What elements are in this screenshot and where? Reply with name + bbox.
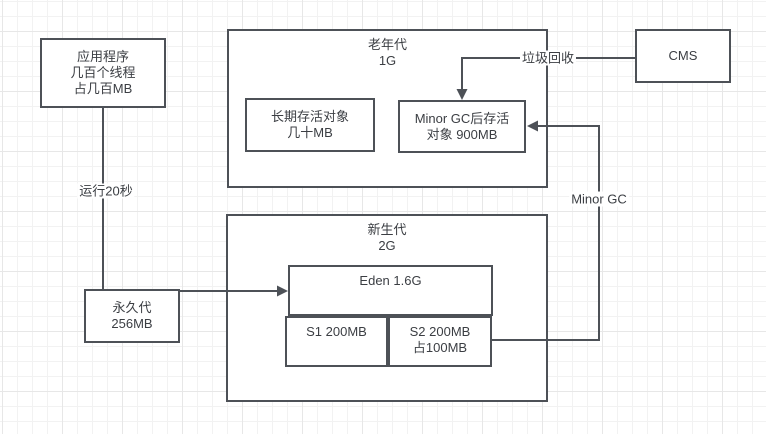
new-gen-title-line2: 2G [378,238,396,253]
minor-gc-survivors-label-line1: Minor GC后存活 [414,110,510,126]
edge-label-run-time[interactable]: 运行20秒 [77,183,135,199]
s2-label-line2: 占100MB [412,340,468,355]
cms-label: CMS [668,48,698,63]
long-lived-label-line1: 长期存活对象 [270,109,349,124]
node-perm-gen[interactable]: 永久代 256MB [84,289,180,343]
node-s1[interactable]: S1 200MB [285,316,388,367]
minor-gc-survivors-label-line2: 对象 900MB [426,126,498,142]
edge-label-minor-gc[interactable]: Minor GC [569,191,629,207]
edge-label-garbage-collect[interactable]: 垃圾回收 [519,50,577,66]
old-gen-title-line2: 1G [378,53,397,68]
long-lived-label-line2: 几十MB [287,125,333,140]
node-eden[interactable]: Eden 1.6G [288,265,493,316]
eden-label: Eden 1.6G [359,273,422,288]
s2-label-line1: S2 200MB [409,324,471,339]
perm-gen-label-line2: 256MB [111,316,153,331]
old-gen-title-line1: 老年代 [367,37,407,52]
perm-gen-label-line1: 永久代 [112,300,152,315]
node-minor-gc-survivors[interactable]: Minor GC后存活 对象 900MB [398,100,526,153]
application-label-line2: 几百个线程 [70,65,136,80]
new-gen-title-line1: 新生代 [367,222,407,237]
node-long-lived-objects[interactable]: 长期存活对象 几十MB [245,98,375,152]
s1-label: S1 200MB [306,324,367,339]
node-cms[interactable]: CMS [635,29,731,83]
node-s2[interactable]: S2 200MB 占100MB [388,316,492,367]
application-label-line1: 应用程序 [76,49,129,64]
application-label-line3: 占几百MB [73,81,133,96]
node-application[interactable]: 应用程序 几百个线程 占几百MB [40,38,166,108]
